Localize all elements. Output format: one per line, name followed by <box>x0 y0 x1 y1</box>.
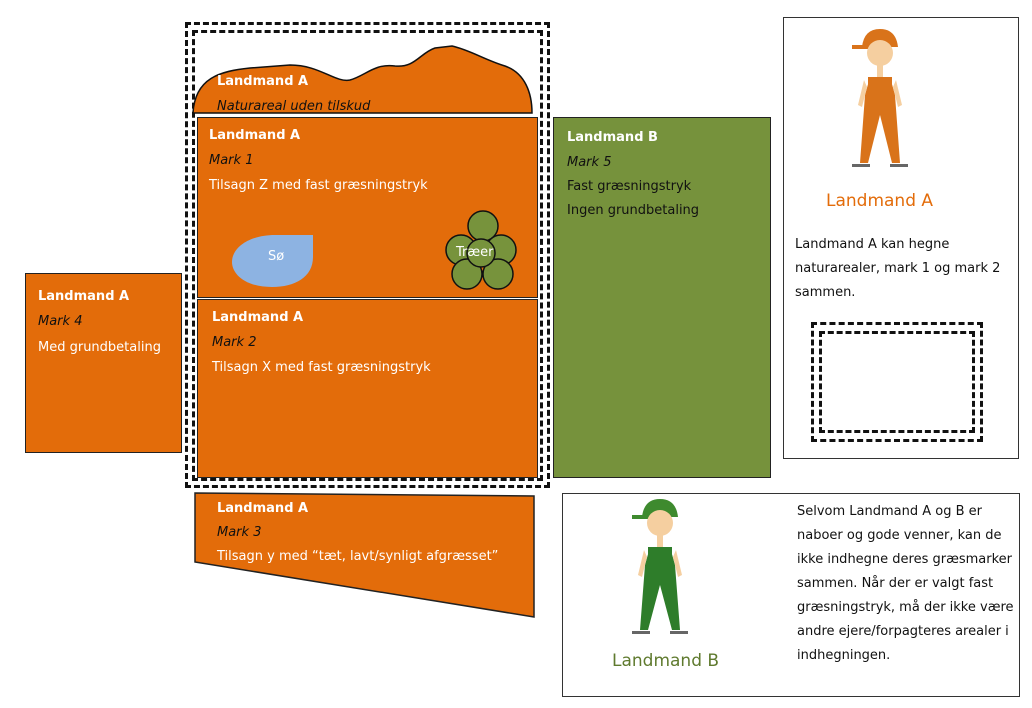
card-landmand-a <box>783 17 1019 459</box>
mark5-name: Mark 5 <box>567 155 612 170</box>
trees-label: Træer <box>456 245 494 260</box>
mark4-desc: Med grundbetaling <box>38 340 161 355</box>
mark2-name: Mark 2 <box>212 335 257 350</box>
natur-owner: Landmand A <box>217 74 309 89</box>
card-b-text: Selvom Landmand A og B er naboer og gode… <box>797 504 1014 663</box>
fence-legend-inner <box>819 331 975 433</box>
mark2-owner: Landmand A <box>212 310 304 325</box>
natur-desc: Naturareal uden tilskud <box>217 99 371 114</box>
mark3-desc: Tilsagn y med “tæt, lavt/synligt afgræss… <box>217 549 499 564</box>
mark5-owner: Landmand B <box>567 130 658 145</box>
trees-icon <box>445 210 517 290</box>
mark5-line1: Fast græsningstryk <box>567 179 692 194</box>
lake-label: Sø <box>268 249 285 264</box>
fence-inner <box>192 30 543 481</box>
card-b-title: Landmand B <box>612 651 720 671</box>
field-mark-4 <box>25 273 182 453</box>
natural-area-shape <box>192 45 533 114</box>
field-mark-3 <box>194 492 535 618</box>
farmer-b-figure <box>632 499 688 634</box>
field-mark-5 <box>553 117 771 478</box>
mark1-name: Mark 1 <box>209 153 254 168</box>
mark2-desc: Tilsagn X med fast græsningstryk <box>212 360 431 375</box>
field-mark-2 <box>197 299 538 478</box>
mark5-line2: Ingen grundbetaling <box>567 203 700 218</box>
mark3-owner: Landmand A <box>217 501 309 516</box>
lake-shape <box>232 235 313 287</box>
mark3-name: Mark 3 <box>217 525 262 540</box>
mark1-owner: Landmand A <box>209 128 301 143</box>
mark4-name: Mark 4 <box>38 314 83 329</box>
card-landmand-b <box>562 493 1020 697</box>
mark4-owner: Landmand A <box>38 289 130 304</box>
fence-legend-outer <box>811 322 983 442</box>
card-a-title: Landmand A <box>826 191 934 211</box>
mark1-desc: Tilsagn Z med fast græsningstryk <box>209 178 428 193</box>
fence-outer <box>185 22 550 488</box>
farmer-a-figure <box>852 29 908 167</box>
card-a-text: Landmand A kan hegne naturarealer, mark … <box>795 237 1001 300</box>
